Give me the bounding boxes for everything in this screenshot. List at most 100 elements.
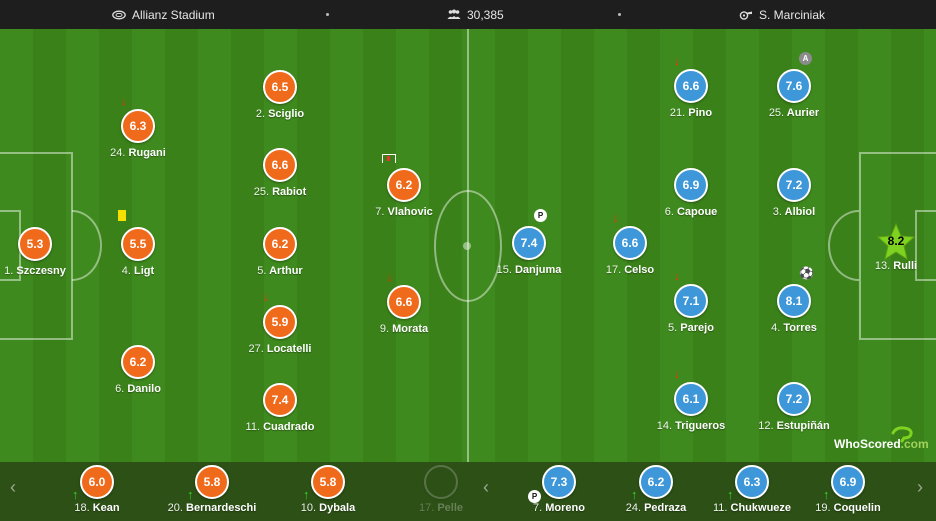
player-name[interactable]: 11. Cuadrado: [225, 421, 335, 433]
player-rating[interactable]: 6.6: [387, 285, 421, 319]
player-rating[interactable]: 7.4: [263, 383, 297, 417]
player-rating[interactable]: 6.5: [263, 70, 297, 104]
player-rating[interactable]: 6.6: [613, 226, 647, 260]
player-name[interactable]: 6. Danilo: [83, 383, 193, 395]
player-surname: Morata: [392, 323, 429, 335]
substitute-player[interactable]: 6.9 19. Coquelin: [793, 465, 903, 514]
player-rating[interactable]: 7.3: [542, 465, 576, 499]
player-rating[interactable]: 6.0: [80, 465, 114, 499]
player-name[interactable]: 14. Trigueros: [636, 420, 746, 432]
player[interactable]: 6.6 17. Celso: [575, 226, 685, 276]
man-of-the-match-star[interactable]: 8.2: [876, 222, 916, 262]
substitute-player[interactable]: 5.8 10. Dybala: [273, 465, 383, 514]
player-rating[interactable]: 5.9: [263, 305, 297, 339]
substitute-player[interactable]: 6.3 11. Chukwueze: [697, 465, 807, 514]
player[interactable]: 7.1 5. Parejo: [636, 284, 746, 334]
player[interactable]: 6.6 25. Rabiot: [225, 148, 335, 198]
player[interactable]: 6.2 5. Arthur: [225, 227, 335, 277]
player-rating[interactable]: 6.2: [387, 168, 421, 202]
player-name[interactable]: 15. Danjuma: [474, 264, 584, 276]
player-name[interactable]: 17. Pelle: [386, 502, 496, 514]
player[interactable]: 8.1 4. Torres: [739, 284, 849, 334]
player-name[interactable]: 9. Morata: [349, 323, 459, 335]
player[interactable]: 5.9 27. Locatelli: [225, 305, 335, 355]
player-name[interactable]: 5. Parejo: [636, 322, 746, 334]
player-rating[interactable]: 5.8: [311, 465, 345, 499]
player-name[interactable]: 12. Estupiñán: [739, 420, 849, 432]
player-name[interactable]: 18. Kean: [42, 502, 152, 514]
substitute-player[interactable]: 5.8 20. Bernardeschi: [157, 465, 267, 514]
player-name[interactable]: 4. Torres: [739, 322, 849, 334]
player-name[interactable]: 7. Vlahovic: [349, 206, 459, 218]
player-name[interactable]: 5. Arthur: [225, 265, 335, 277]
goal-frame-icon: [382, 154, 396, 163]
player[interactable]: 7.6 25. Aurier: [739, 69, 849, 119]
player-name[interactable]: 17. Celso: [575, 264, 685, 276]
player-rating[interactable]: 6.3: [121, 109, 155, 143]
player-rating[interactable]: 5.8: [195, 465, 229, 499]
bench-prev-away-button[interactable]: ‹: [483, 477, 489, 497]
player-name[interactable]: 3. Albiol: [739, 206, 849, 218]
player-rating[interactable]: [424, 465, 458, 499]
player-rating[interactable]: 6.2: [121, 345, 155, 379]
player-rating[interactable]: 7.6: [777, 69, 811, 103]
player-name[interactable]: 1. Szczesny: [0, 265, 90, 277]
player[interactable]: 6.3 24. Rugani: [83, 109, 193, 159]
player-rating[interactable]: 6.3: [735, 465, 769, 499]
player-rating[interactable]: 8.1: [777, 284, 811, 318]
player[interactable]: 7.4 15. Danjuma: [474, 226, 584, 276]
player-rating[interactable]: 6.9: [831, 465, 865, 499]
substitute-player[interactable]: 6.0 18. Kean: [42, 465, 152, 514]
player[interactable]: 6.6 21. Pino: [636, 69, 746, 119]
player-rating[interactable]: 6.6: [263, 148, 297, 182]
player-rating[interactable]: 7.2: [777, 168, 811, 202]
player-rating[interactable]: 5.3: [18, 227, 52, 261]
player[interactable]: 6.2 6. Danilo: [83, 345, 193, 395]
player-name[interactable]: 19. Coquelin: [793, 502, 903, 514]
player-name[interactable]: 24. Pedraza: [601, 502, 711, 514]
player[interactable]: 6.6 9. Morata: [349, 285, 459, 335]
player-rating[interactable]: 6.6: [674, 69, 708, 103]
player-rating[interactable]: 6.1: [674, 382, 708, 416]
player-name[interactable]: 10. Dybala: [273, 502, 383, 514]
player-name[interactable]: 6. Capoue: [636, 206, 746, 218]
player-rating[interactable]: 7.4: [512, 226, 546, 260]
substitute-player[interactable]: 7.3 7. Moreno: [504, 465, 614, 514]
player-name[interactable]: 20. Bernardeschi: [157, 502, 267, 514]
player[interactable]: 7.2 3. Albiol: [739, 168, 849, 218]
yellow-card-icon: [118, 210, 126, 221]
player[interactable]: 6.1 14. Trigueros: [636, 382, 746, 432]
player-name[interactable]: 27. Locatelli: [225, 343, 335, 355]
bench-prev-button[interactable]: ‹: [10, 477, 16, 497]
substitute-player[interactable]: 6.2 24. Pedraza: [601, 465, 711, 514]
player-name[interactable]: 11. Chukwueze: [697, 502, 807, 514]
player[interactable]: 6.2 7. Vlahovic: [349, 168, 459, 218]
player-name[interactable]: 21. Pino: [636, 107, 746, 119]
bench-next-button[interactable]: ›: [917, 477, 923, 497]
player-name[interactable]: 25. Aurier: [739, 107, 849, 119]
player[interactable]: 7.4 11. Cuadrado: [225, 383, 335, 433]
player-rating[interactable]: 5.5: [121, 227, 155, 261]
player[interactable]: 5.5 4. Ligt: [83, 227, 193, 277]
player[interactable]: 6.5 2. Sciglio: [225, 70, 335, 120]
player-rating[interactable]: 6.2: [263, 227, 297, 261]
player-name[interactable]: 13. Rulli: [841, 260, 936, 272]
player-name[interactable]: 4. Ligt: [83, 265, 193, 277]
player[interactable]: 6.9 6. Capoue: [636, 168, 746, 218]
separator-dot: [326, 13, 329, 16]
player-name[interactable]: 25. Rabiot: [225, 186, 335, 198]
shirt-number: 11.: [245, 421, 261, 433]
player-name[interactable]: 24. Rugani: [83, 147, 193, 159]
sub-in-icon: ↑: [303, 487, 310, 502]
player[interactable]: 5.3 1. Szczesny: [0, 227, 90, 277]
player-name[interactable]: 7. Moreno: [504, 502, 614, 514]
player-rating[interactable]: 7.2: [777, 382, 811, 416]
player-rating[interactable]: 7.1: [674, 284, 708, 318]
substitute-player[interactable]: 17. Pelle: [386, 465, 496, 514]
player[interactable]: 7.2 12. Estupiñán: [739, 382, 849, 432]
player-rating[interactable]: 6.9: [674, 168, 708, 202]
player-rating[interactable]: 6.2: [639, 465, 673, 499]
player-name[interactable]: 2. Sciglio: [225, 108, 335, 120]
shirt-number: 6.: [664, 206, 674, 218]
